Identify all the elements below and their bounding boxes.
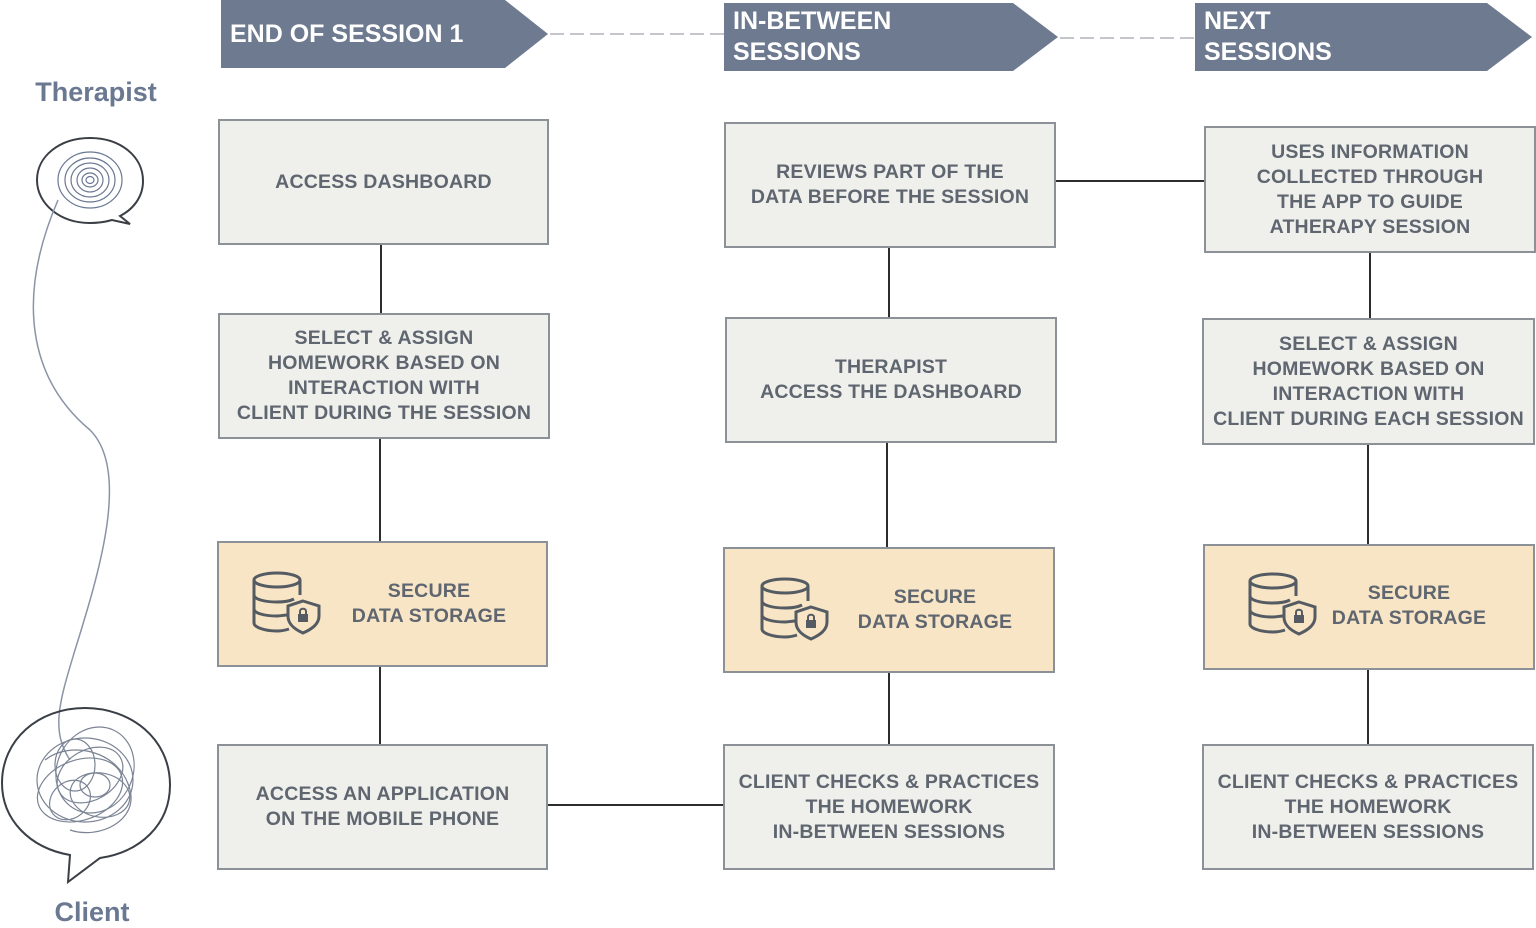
secure-database-icon [760, 577, 829, 641]
step-reviews-data: REVIEWS PART OF THE DATA BEFORE THE SESS… [724, 122, 1056, 248]
phase-end-of-session-1: END OF SESSION 1 [221, 0, 505, 68]
secure-database-icon [252, 571, 321, 635]
phase-arrow-3 [1195, 3, 1532, 71]
therapist-bubble-icon [35, 136, 145, 225]
phase-label: END OF SESSION 1 [230, 19, 464, 48]
connection-thread [32, 199, 111, 761]
phase-next-sessions: NEXT SESSIONS [1195, 3, 1487, 71]
spiral-icon [57, 151, 123, 209]
step-access-mobile-app: ACCESS AN APPLICATION ON THE MOBILE PHON… [217, 744, 548, 870]
step-secure-data-storage: SECURE DATA STORAGE [217, 541, 548, 667]
step-client-checks-homework: CLIENT CHECKS & PRACTICES THE HOMEWORK I… [723, 744, 1055, 870]
secure-database-icon [1248, 572, 1317, 636]
phase-label: NEXT SESSIONS [1204, 7, 1332, 66]
phase-arrow-1 [221, 0, 548, 68]
step-select-assign-homework: SELECT & ASSIGN HOMEWORK BASED ON INTERA… [1202, 318, 1535, 445]
phase-label: IN-BETWEEN SESSIONS [733, 7, 892, 66]
step-client-checks-homework: CLIENT CHECKS & PRACTICES THE HOMEWORK I… [1202, 744, 1534, 870]
step-uses-information: USES INFORMATION COLLECTED THROUGH THE A… [1204, 126, 1536, 253]
step-access-dashboard: ACCESS DASHBOARD [218, 119, 549, 245]
step-secure-data-storage: SECURE DATA STORAGE [723, 547, 1055, 673]
step-select-assign-homework: SELECT & ASSIGN HOMEWORK BASED ON INTERA… [218, 313, 550, 439]
scribble-icon [36, 726, 135, 834]
role-therapist: Therapist [35, 77, 157, 107]
phase-arrow-2 [724, 3, 1058, 71]
role-client: Client [54, 897, 130, 927]
client-bubble-icon [0, 706, 172, 885]
phase-in-between-sessions: IN-BETWEEN SESSIONS [724, 3, 1014, 71]
step-secure-data-storage: SECURE DATA STORAGE [1203, 544, 1535, 670]
step-therapist-access-dashboard: THERAPIST ACCESS THE DASHBOARD [725, 317, 1057, 443]
